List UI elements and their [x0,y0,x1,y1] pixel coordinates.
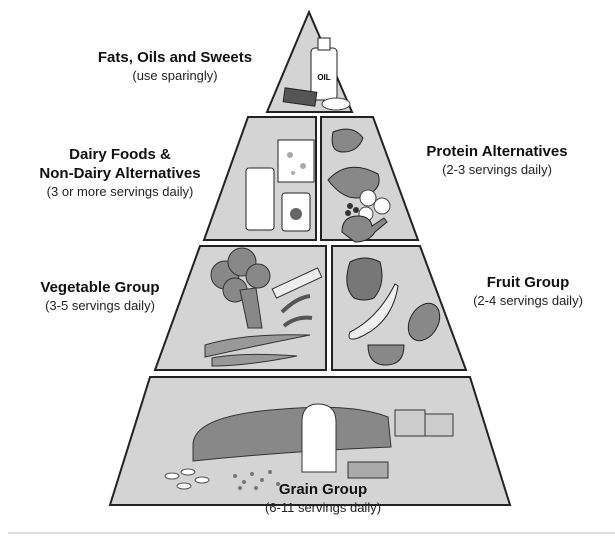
dairy-label: Dairy Foods & Non-Dairy Alternatives (3 … [39,145,200,200]
protein-servings: (2-3 servings daily) [442,162,552,177]
dairy-title-line1: Dairy Foods & [69,146,171,163]
green-beans-icon [280,294,313,328]
orange-slice-icon [407,302,441,342]
butter-icon [282,87,318,107]
vegetable-label: Vegetable Group (3-5 servings daily) [40,278,159,314]
fruit-servings: (2-4 servings daily) [473,293,583,308]
broccoli-icon [210,247,271,329]
bottom-divider [8,532,615,534]
chicken-leg-icon [341,215,388,243]
protein-label: Protein Alternatives (2-3 servings daily… [426,142,567,178]
apple-icon [346,257,383,301]
pasta-icon [164,468,210,490]
fats-title: Fats, Oils and Sweets [97,49,253,66]
grapefruit-icon [367,344,405,366]
grain-servings: (6-11 servings daily) [264,500,382,515]
dairy-servings: (3 or more servings daily) [46,184,194,199]
crackers-icon [394,409,426,437]
carrots-icon [204,334,311,367]
fruit-title: Fruit Group [486,274,570,291]
protein-title: Protein Alternatives [426,143,568,160]
sugar-icon [321,97,351,111]
dairy-title-line2: Non-Dairy Alternatives [39,165,201,182]
steak-icon [331,128,364,153]
bread-slice-icon [301,403,337,473]
fats-label: Fats, Oils and Sweets (use sparingly) [98,48,252,84]
celery-icon [271,267,323,299]
vegetable-servings: (3-5 servings daily) [45,298,155,313]
banana-icon [348,283,399,340]
rice-icon [233,470,280,490]
milk-glass-icon [245,167,275,231]
grain-label: Grain Group (6-11 servings daily) [265,480,381,516]
vegetable-title: Vegetable Group [40,279,160,296]
grain-title: Grain Group [278,481,368,498]
fruit-label: Fruit Group (2-4 servings daily) [473,273,583,309]
bread-loaf-icon [192,406,392,462]
fats-servings: (use sparingly) [132,68,218,83]
svg-text:OIL: OIL [317,73,330,82]
oil-bottle-icon: OIL [310,37,338,101]
cheese-icon [277,139,315,183]
